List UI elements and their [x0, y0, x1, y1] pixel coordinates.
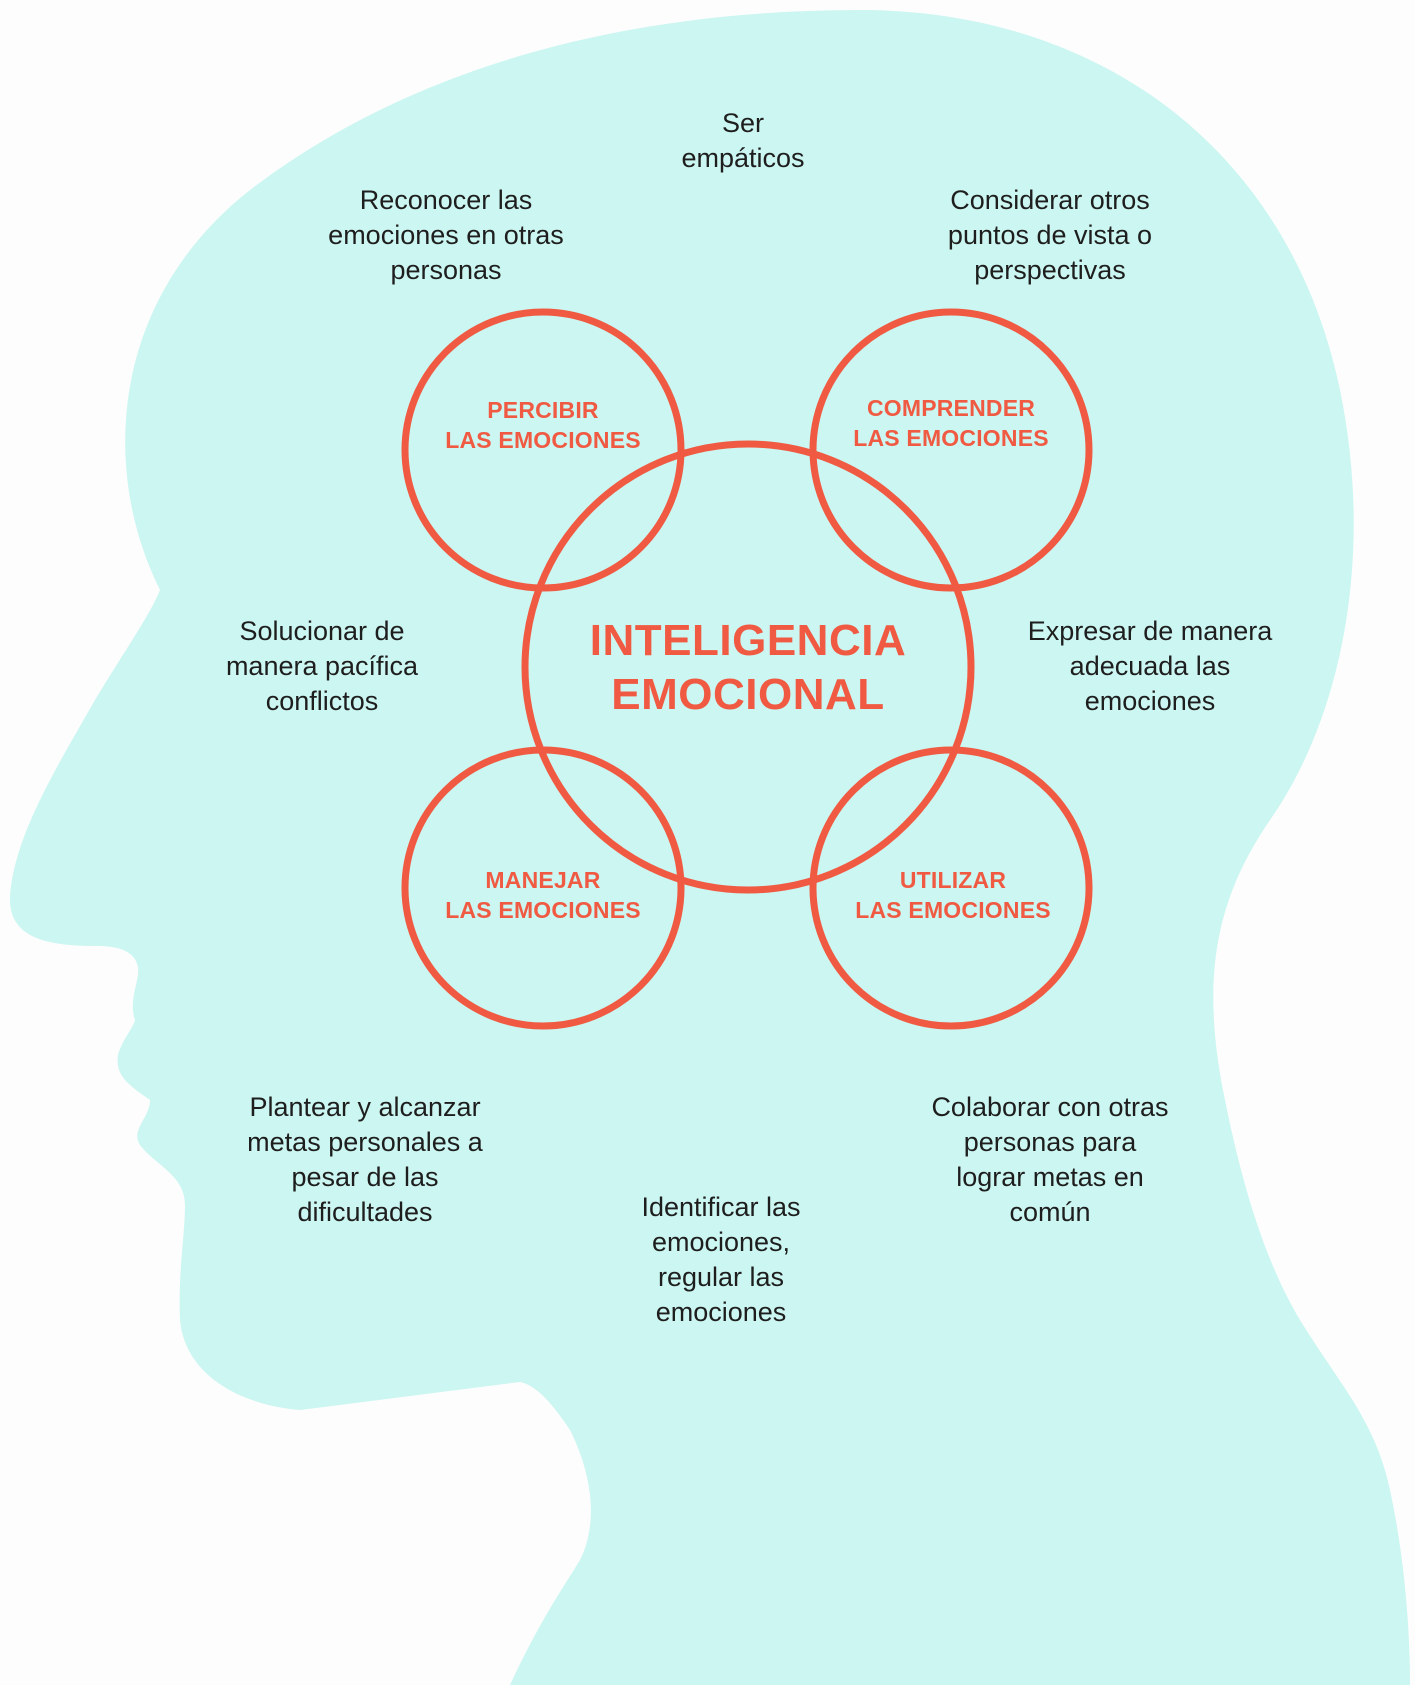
percibir-line1: PERCIBIR: [487, 397, 599, 423]
label-identificar: Identificar las emociones, regular las e…: [571, 1190, 871, 1330]
circle-percibir: [401, 308, 685, 592]
label-line: conflictos: [265, 686, 379, 716]
label-line: Considerar otros: [950, 185, 1150, 215]
utilizar-line2: LAS EMOCIONES: [855, 897, 1051, 923]
label-line: Expresar de manera: [1027, 616, 1273, 646]
label-line: metas personales a: [247, 1127, 483, 1157]
label-line: emociones: [1084, 686, 1216, 716]
label-line: Ser: [721, 108, 765, 138]
label-line: común: [1009, 1197, 1091, 1227]
manejar-title: MANEJAR LAS EMOCIONES: [403, 865, 683, 925]
manejar-line1: MANEJAR: [485, 867, 601, 893]
label-line: puntos de vista o: [947, 220, 1153, 250]
manejar-line2: LAS EMOCIONES: [445, 897, 641, 923]
center-title-line1: INTELIGENCIA: [589, 616, 907, 665]
utilizar-title: UTILIZAR LAS EMOCIONES: [813, 865, 1093, 925]
label-line: emociones,: [651, 1227, 791, 1257]
label-line: personas: [390, 255, 502, 285]
circle-utilizar: [809, 746, 1093, 1030]
label-line: Solucionar de: [239, 616, 405, 646]
label-line: Colaborar con otras: [931, 1092, 1169, 1122]
label-line: dificultades: [297, 1197, 433, 1227]
label-expresar: Expresar de manera adecuada las emocione…: [1000, 614, 1300, 719]
label-reconocer: Reconocer las emociones en otras persona…: [296, 183, 596, 288]
label-line: Reconocer las: [359, 185, 533, 215]
circle-comprender: [809, 308, 1093, 592]
label-colaborar: Colaborar con otras personas para lograr…: [900, 1090, 1200, 1230]
label-line: Plantear y alcanzar: [249, 1092, 481, 1122]
label-line: personas para: [963, 1127, 1137, 1157]
circle-inteligencia-emocional: [521, 440, 975, 894]
head-silhouette: [9, 10, 1410, 1685]
label-ser-empaticos: Ser empáticos: [593, 106, 893, 176]
label-line: empáticos: [681, 143, 805, 173]
percibir-line2: LAS EMOCIONES: [445, 427, 641, 453]
label-line: Identificar las: [641, 1192, 801, 1222]
label-line: regular las: [657, 1262, 785, 1292]
label-line: manera pacífica: [225, 651, 419, 681]
label-line: emociones en otras: [328, 220, 564, 250]
label-plantear: Plantear y alcanzar metas personales a p…: [215, 1090, 515, 1230]
label-solucionar: Solucionar de manera pacífica conflictos: [172, 614, 472, 719]
label-considerar: Considerar otros puntos de vista o persp…: [900, 183, 1200, 288]
circle-manejar: [401, 746, 685, 1030]
label-line: pesar de las: [291, 1162, 439, 1192]
comprender-line2: LAS EMOCIONES: [853, 425, 1049, 451]
utilizar-line1: UTILIZAR: [899, 867, 1007, 893]
label-line: emociones: [655, 1297, 787, 1327]
center-title-line2: EMOCIONAL: [611, 670, 885, 719]
comprender-line1: COMPRENDER: [866, 395, 1036, 421]
label-line: adecuada las: [1069, 651, 1231, 681]
center-title: INTELIGENCIA EMOCIONAL: [548, 614, 948, 722]
percibir-title: PERCIBIR LAS EMOCIONES: [403, 395, 683, 455]
label-line: perspectivas: [974, 255, 1126, 285]
label-line: lograr metas en: [956, 1162, 1144, 1192]
comprender-title: COMPRENDER LAS EMOCIONES: [811, 393, 1091, 453]
